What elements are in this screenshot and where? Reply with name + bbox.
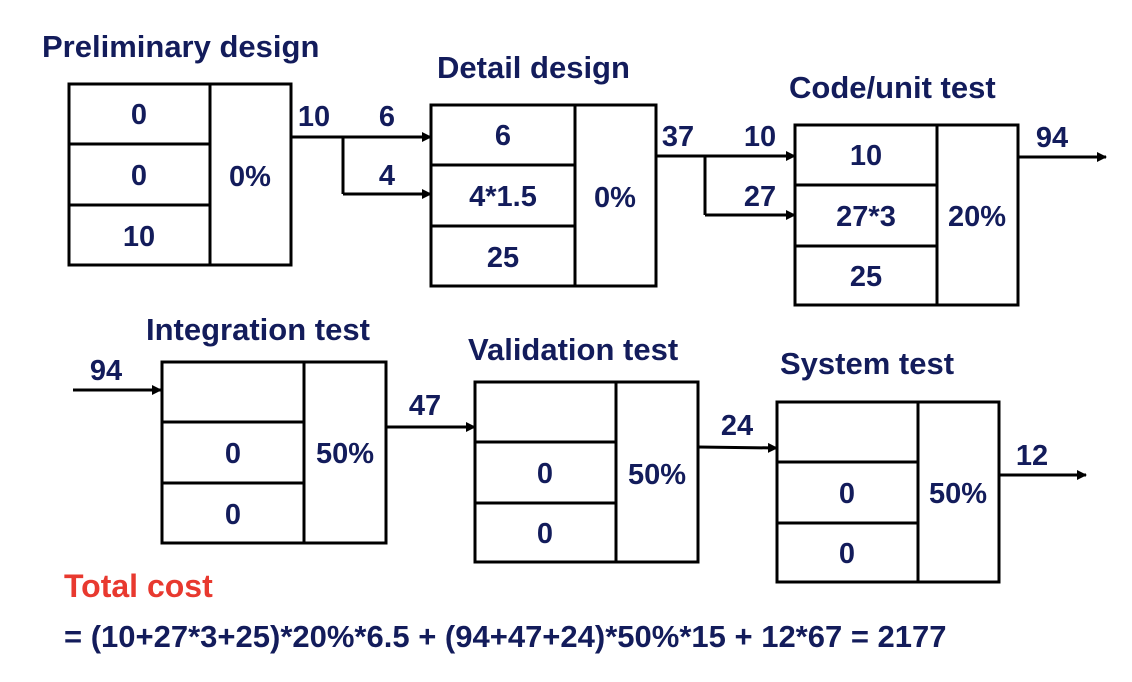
stage-validation-test: Validation test 0 0 50% <box>468 332 700 564</box>
new-errors-cell: 25 <box>850 261 882 293</box>
flow-value: 10 <box>744 121 776 153</box>
amplified-errors-cell: 0 <box>537 458 553 490</box>
stage-box <box>160 360 388 545</box>
stage-box <box>775 400 1001 584</box>
errors-from-previous-cell: 10 <box>850 140 882 172</box>
flow-value: 12 <box>1016 440 1048 472</box>
flow-value: 37 <box>662 121 694 153</box>
detection-efficiency: 50% <box>316 438 374 470</box>
stage-title: Detail design <box>437 50 630 85</box>
stage-box <box>793 123 1020 307</box>
amplified-errors-cell: 0 <box>839 478 855 510</box>
flow-code-output: 94 <box>1018 122 1107 162</box>
stage-box <box>473 380 700 564</box>
detection-efficiency: 20% <box>948 201 1006 233</box>
new-errors-cell: 10 <box>123 221 155 253</box>
stage-system-test: System test 0 0 50% <box>775 346 1001 584</box>
total-cost-formula: = (10+27*3+25)*20%*6.5 + (94+47+24)*50%*… <box>64 619 947 654</box>
flow-value: 94 <box>1036 122 1068 154</box>
flow-integration-to-validation: 47 <box>386 390 476 432</box>
flow-value: 94 <box>90 355 122 387</box>
flow-validation-to-system: 24 <box>697 410 778 453</box>
flow-system-output: 12 <box>999 440 1087 480</box>
flow-arrow <box>697 442 778 453</box>
stage-detail-design: Detail design 6 4*1.5 25 0% <box>429 50 658 288</box>
stage-code-unit-test: Code/unit test 10 27*3 25 20% <box>789 70 1020 307</box>
new-errors-cell: 0 <box>537 518 553 550</box>
flow-value: 10 <box>298 101 330 133</box>
stage-title: Integration test <box>146 312 370 347</box>
stage-title: System test <box>780 346 954 381</box>
errors-from-previous-cell: 0 <box>131 99 147 131</box>
stage-box <box>429 103 658 288</box>
flow-value: 24 <box>721 410 753 442</box>
detection-efficiency: 0% <box>229 161 271 193</box>
amplified-errors-cell: 27*3 <box>836 201 896 233</box>
stage-title: Validation test <box>468 332 678 367</box>
stage-title: Preliminary design <box>42 29 319 64</box>
stage-box <box>67 82 293 267</box>
errors-from-previous-cell: 6 <box>495 120 511 152</box>
detection-efficiency: 0% <box>594 182 636 214</box>
new-errors-cell: 25 <box>487 242 519 274</box>
stage-integration-test: Integration test 0 0 50% <box>146 312 388 545</box>
amplified-errors-cell: 0 <box>131 160 147 192</box>
amplified-errors-cell: 4*1.5 <box>469 181 537 213</box>
flow-value: 27 <box>744 181 776 213</box>
new-errors-cell: 0 <box>225 499 241 531</box>
detection-efficiency: 50% <box>929 478 987 510</box>
amplified-errors-cell: 0 <box>225 438 241 470</box>
flow-preliminary-to-detail: 10 6 4 <box>291 101 432 199</box>
stage-preliminary-design: Preliminary design 0 0 10 0% <box>42 29 319 267</box>
detection-efficiency: 50% <box>628 459 686 491</box>
flow-value: 4 <box>379 160 395 192</box>
flow-value: 47 <box>409 390 441 422</box>
flow-into-integration: 94 <box>73 355 162 395</box>
total-cost-label: Total cost <box>64 568 213 604</box>
stage-title: Code/unit test <box>789 70 996 105</box>
flow-value: 6 <box>379 101 395 133</box>
flow-detail-to-code: 37 10 27 <box>656 121 796 220</box>
new-errors-cell: 0 <box>839 538 855 570</box>
